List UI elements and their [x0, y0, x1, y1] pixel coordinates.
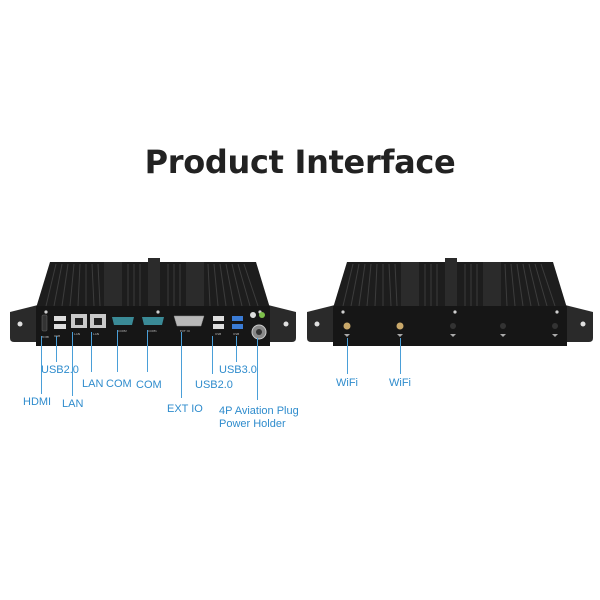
svg-text:HDMI: HDMI — [41, 335, 49, 339]
label-com-1: COM — [106, 378, 132, 390]
leader-line-lan-1 — [72, 332, 73, 396]
leader-line-lan-2 — [91, 332, 92, 372]
label-usb20-left: USB2.0 — [41, 364, 79, 376]
leader-line-hdmi — [41, 336, 42, 394]
label-power-line1: 4P Aviation Plug — [219, 405, 299, 417]
leader-line-wifi-1 — [347, 338, 348, 374]
svg-text:EXT IO: EXT IO — [180, 329, 191, 333]
label-lan-2: LAN — [82, 378, 104, 390]
label-wifi-1: WiFi — [336, 377, 358, 389]
leader-line-ext-io — [181, 332, 182, 398]
label-power-line2: Power Holder — [219, 418, 286, 430]
label-lan-1: LAN — [62, 398, 84, 410]
leader-line-usb30 — [236, 336, 237, 362]
rear-panel-device — [305, 250, 595, 350]
svg-text:LAN: LAN — [93, 332, 99, 336]
label-ext-io: EXT IO — [167, 403, 203, 415]
svg-text:COM1: COM1 — [148, 329, 157, 333]
page-title: Product Interface — [144, 143, 456, 181]
svg-text:COM2: COM2 — [118, 329, 127, 333]
leader-line-usb20-left — [56, 336, 57, 362]
leader-line-com-1 — [117, 330, 118, 372]
svg-text:USB: USB — [233, 332, 239, 336]
leader-line-wifi-2 — [400, 338, 401, 374]
label-hdmi: HDMI — [23, 396, 52, 408]
svg-text:USB: USB — [215, 332, 221, 336]
leader-line-com-2 — [147, 330, 148, 372]
label-wifi-2: WiFi — [389, 377, 411, 389]
svg-text:USB: USB — [54, 334, 60, 338]
svg-text:LAN: LAN — [74, 332, 80, 336]
front-panel-device: HDMI USB LAN LAN COM2 COM1 EXT IO USB USB — [8, 250, 298, 350]
label-com-2: COM — [136, 379, 162, 391]
label-usb20-right: USB2.0 — [195, 379, 233, 391]
leader-line-usb20-right — [212, 336, 213, 374]
label-usb30: USB3.0 — [219, 364, 257, 376]
leader-line-power — [257, 338, 258, 400]
